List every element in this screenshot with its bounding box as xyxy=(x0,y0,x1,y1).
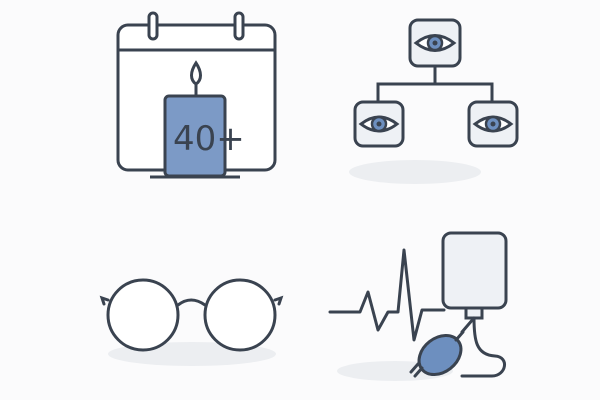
bulb-neck xyxy=(454,330,465,342)
pressure-tube xyxy=(460,316,506,378)
connector-horizontal xyxy=(376,82,494,102)
glasses-bridge xyxy=(176,298,207,307)
age-label: 40+ xyxy=(173,119,245,159)
glasses-temple-right xyxy=(273,295,284,306)
tube-branch xyxy=(460,316,476,334)
eyeglasses-icon xyxy=(99,278,284,352)
pressure-monitor-box xyxy=(441,231,508,310)
heartbeat-line-icon xyxy=(328,248,446,342)
blood-pressure-icon xyxy=(328,231,508,378)
eye-box-right xyxy=(467,100,519,148)
eye-hierarchy-icon xyxy=(353,18,519,148)
calendar-ring-right xyxy=(233,11,245,41)
bulb-valve xyxy=(409,362,424,378)
calendar-candle-icon: 40+ xyxy=(116,11,277,179)
calendar-ring-left xyxy=(147,11,159,41)
glasses-lens-right xyxy=(203,278,277,352)
glasses-lens-left xyxy=(106,278,180,352)
eye-box-left xyxy=(353,100,405,148)
candle-flame-icon xyxy=(190,60,202,86)
eye-box-top xyxy=(408,18,462,68)
glasses-temple-left xyxy=(99,295,110,306)
